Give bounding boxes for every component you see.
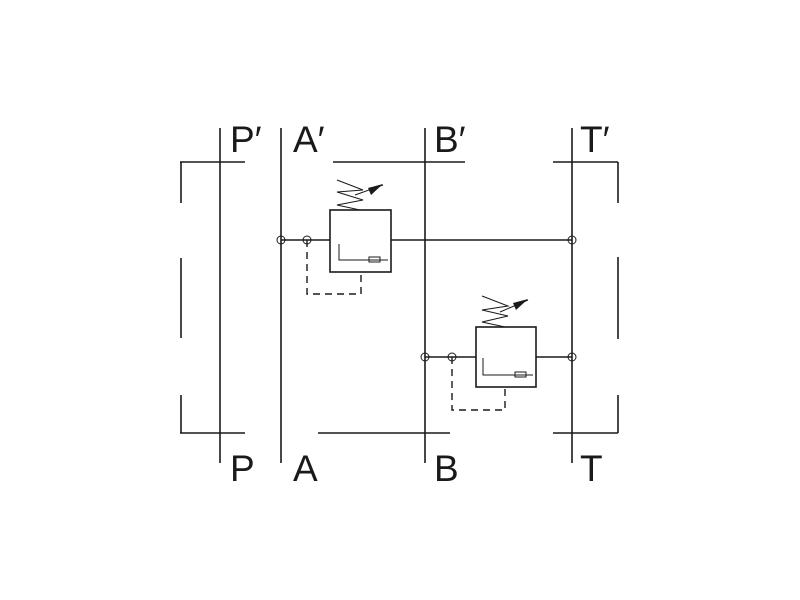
spring-icon xyxy=(481,295,529,328)
junction-icon xyxy=(276,235,286,245)
relief-valve-a xyxy=(276,179,577,295)
junction-icon xyxy=(302,235,312,245)
spring-icon xyxy=(336,179,384,211)
port-label-t: T xyxy=(580,448,603,489)
relief-valve-b xyxy=(420,295,577,411)
junction-icon xyxy=(447,352,457,362)
junction-icon xyxy=(567,352,577,362)
junction-icon xyxy=(567,235,577,245)
port-label-p: P xyxy=(230,448,255,489)
port-label-a-prime: A′ xyxy=(293,119,325,160)
port-label-b-prime: B′ xyxy=(434,119,466,160)
port-label-b: B xyxy=(434,448,459,489)
junction-icon xyxy=(420,352,430,362)
port-label-p-prime: P′ xyxy=(230,119,262,160)
port-label-a: A xyxy=(293,448,318,489)
port-label-t-prime: T′ xyxy=(580,119,610,160)
